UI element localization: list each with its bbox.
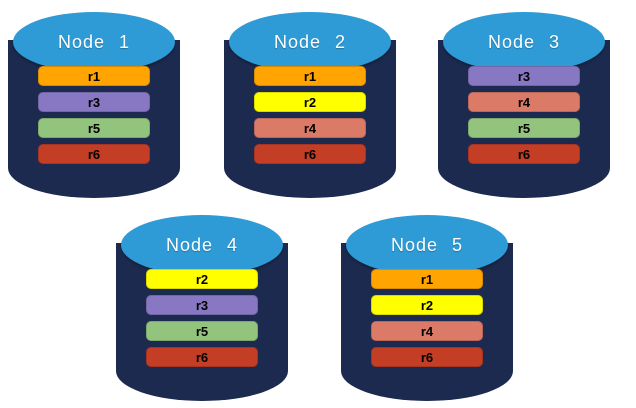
node-title: Node 5 [390, 234, 464, 255]
replica-label: r4 [420, 323, 434, 339]
cylinder-top-ellipse: Node 1 [13, 12, 175, 72]
replica-bar-r5: r5 [38, 118, 150, 138]
replica-bar-r5: r5 [468, 118, 580, 138]
replica-list: r1 r2 r4 r6 [371, 269, 483, 367]
node-cylinder-2: Node 2 r1 r2 r4 r6 [224, 10, 396, 198]
replica-bar-r3: r3 [468, 66, 580, 86]
replica-label: r2 [420, 297, 434, 313]
replica-bar-r6: r6 [146, 347, 258, 367]
replica-bar-r1: r1 [38, 66, 150, 86]
replica-bar-r1: r1 [254, 66, 366, 86]
replica-bar-r5: r5 [146, 321, 258, 341]
node-title: Node 4 [165, 234, 239, 255]
replica-label: r6 [303, 146, 317, 162]
replica-bar-r2: r2 [254, 92, 366, 112]
node-title: Node 2 [273, 31, 347, 52]
replica-label: r2 [195, 271, 209, 287]
node-cylinder-5: Node 5 r1 r2 r4 r6 [341, 213, 513, 401]
cylinder-top-ellipse: Node 2 [229, 12, 391, 72]
cylinder-top-ellipse: Node 4 [121, 215, 283, 275]
replica-label: r6 [87, 146, 101, 162]
replica-label: r3 [87, 94, 101, 110]
node-title: Node 1 [57, 31, 131, 52]
replica-label: r4 [517, 94, 531, 110]
replica-label: r3 [517, 68, 531, 84]
replica-list: r1 r2 r4 r6 [254, 66, 366, 164]
replica-bar-r4: r4 [371, 321, 483, 341]
replica-list: r3 r4 r5 r6 [468, 66, 580, 164]
replica-list: r1 r3 r5 r6 [38, 66, 150, 164]
replica-label: r1 [303, 68, 317, 84]
replica-label: r2 [303, 94, 317, 110]
replica-bar-r3: r3 [38, 92, 150, 112]
replica-label: r6 [420, 349, 434, 365]
node-cylinder-3: Node 3 r3 r4 r5 r6 [438, 10, 610, 198]
replica-bar-r6: r6 [468, 144, 580, 164]
replica-label: r6 [195, 349, 209, 365]
replica-label: r1 [420, 271, 434, 287]
replica-bar-r6: r6 [38, 144, 150, 164]
replica-bar-r6: r6 [371, 347, 483, 367]
replica-bar-r1: r1 [371, 269, 483, 289]
node-cylinder-1: Node 1 r1 r3 r5 r6 [8, 10, 180, 198]
node-cylinder-4: Node 4 r2 r3 r5 r6 [116, 213, 288, 401]
replica-bar-r2: r2 [371, 295, 483, 315]
replica-label: r5 [87, 120, 101, 136]
replica-label: r5 [195, 323, 209, 339]
cylinder-top-ellipse: Node 5 [346, 215, 508, 275]
node-title: Node 3 [487, 31, 561, 52]
replica-bar-r3: r3 [146, 295, 258, 315]
replica-label: r4 [303, 120, 317, 136]
replica-bar-r6: r6 [254, 144, 366, 164]
replica-label: r3 [195, 297, 209, 313]
replica-bar-r4: r4 [254, 118, 366, 138]
replica-label: r5 [517, 120, 531, 136]
replica-bar-r2: r2 [146, 269, 258, 289]
replica-label: r6 [517, 146, 531, 162]
replica-list: r2 r3 r5 r6 [146, 269, 258, 367]
replica-bar-r4: r4 [468, 92, 580, 112]
replica-label: r1 [87, 68, 101, 84]
cylinder-top-ellipse: Node 3 [443, 12, 605, 72]
